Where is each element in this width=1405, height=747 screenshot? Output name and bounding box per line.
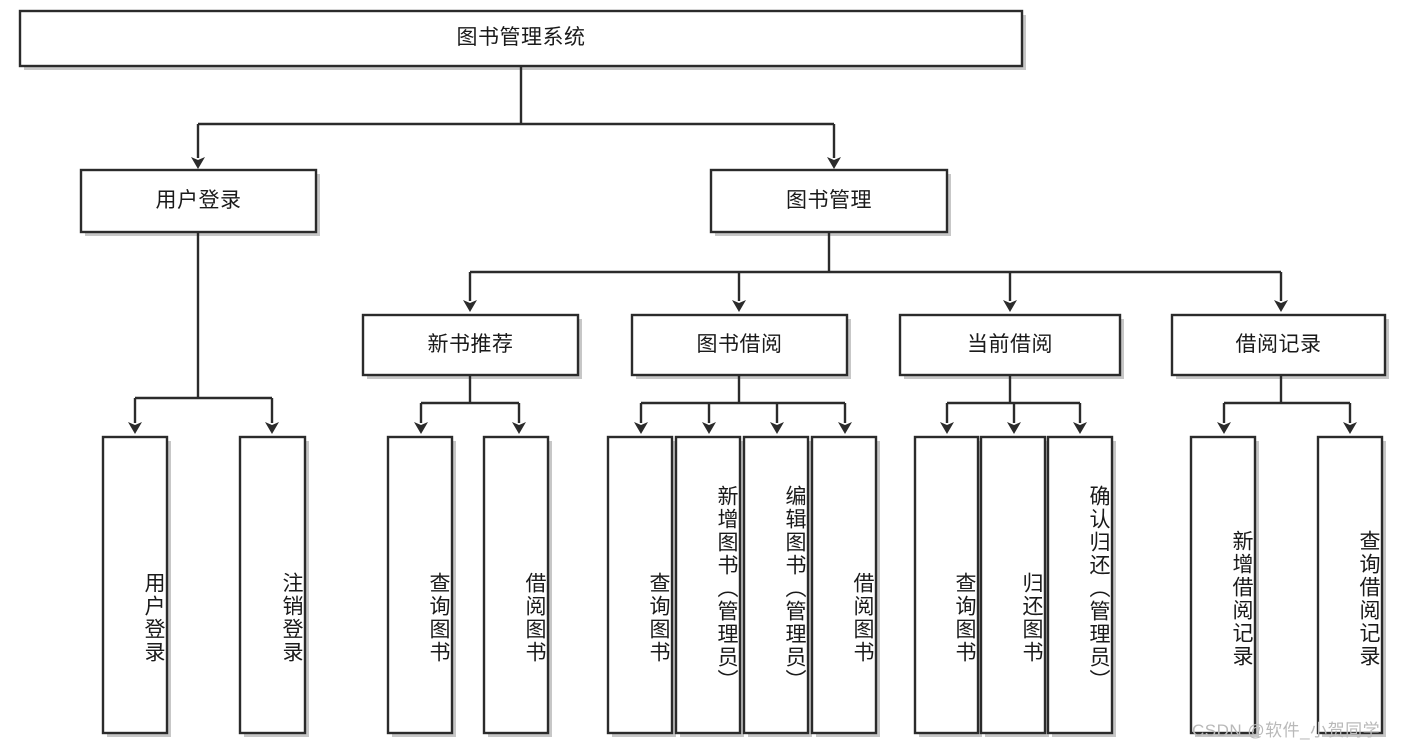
connector-edges xyxy=(128,66,1357,434)
node-leaf-query-record[interactable] xyxy=(1316,435,1384,735)
node-user-login[interactable] xyxy=(79,168,318,234)
node-leaf-confirm-return[interactable] xyxy=(1046,435,1114,735)
node-borrow-record[interactable] xyxy=(1170,313,1387,377)
node-leaf-query-book-1[interactable] xyxy=(386,435,454,735)
node-leaf-user-login[interactable] xyxy=(101,435,169,735)
node-leaf-return-book[interactable] xyxy=(979,435,1047,735)
node-rects xyxy=(18,9,1387,735)
node-leaf-add-record[interactable] xyxy=(1189,435,1257,735)
node-leaf-edit-book[interactable] xyxy=(742,435,810,735)
node-leaf-user-logout[interactable] xyxy=(238,435,307,735)
node-book-borrow[interactable] xyxy=(630,313,849,377)
node-leaf-query-book-2[interactable] xyxy=(606,435,674,735)
node-book-manage[interactable] xyxy=(709,168,949,234)
node-leaf-query-book-3[interactable] xyxy=(913,435,980,735)
node-leaf-borrow-book-2[interactable] xyxy=(810,435,878,735)
node-root[interactable] xyxy=(18,9,1024,68)
node-new-book-recommend[interactable] xyxy=(361,313,580,377)
node-current-borrow[interactable] xyxy=(898,313,1122,377)
node-leaf-borrow-book-1[interactable] xyxy=(482,435,550,735)
node-leaf-add-book[interactable] xyxy=(674,435,742,735)
